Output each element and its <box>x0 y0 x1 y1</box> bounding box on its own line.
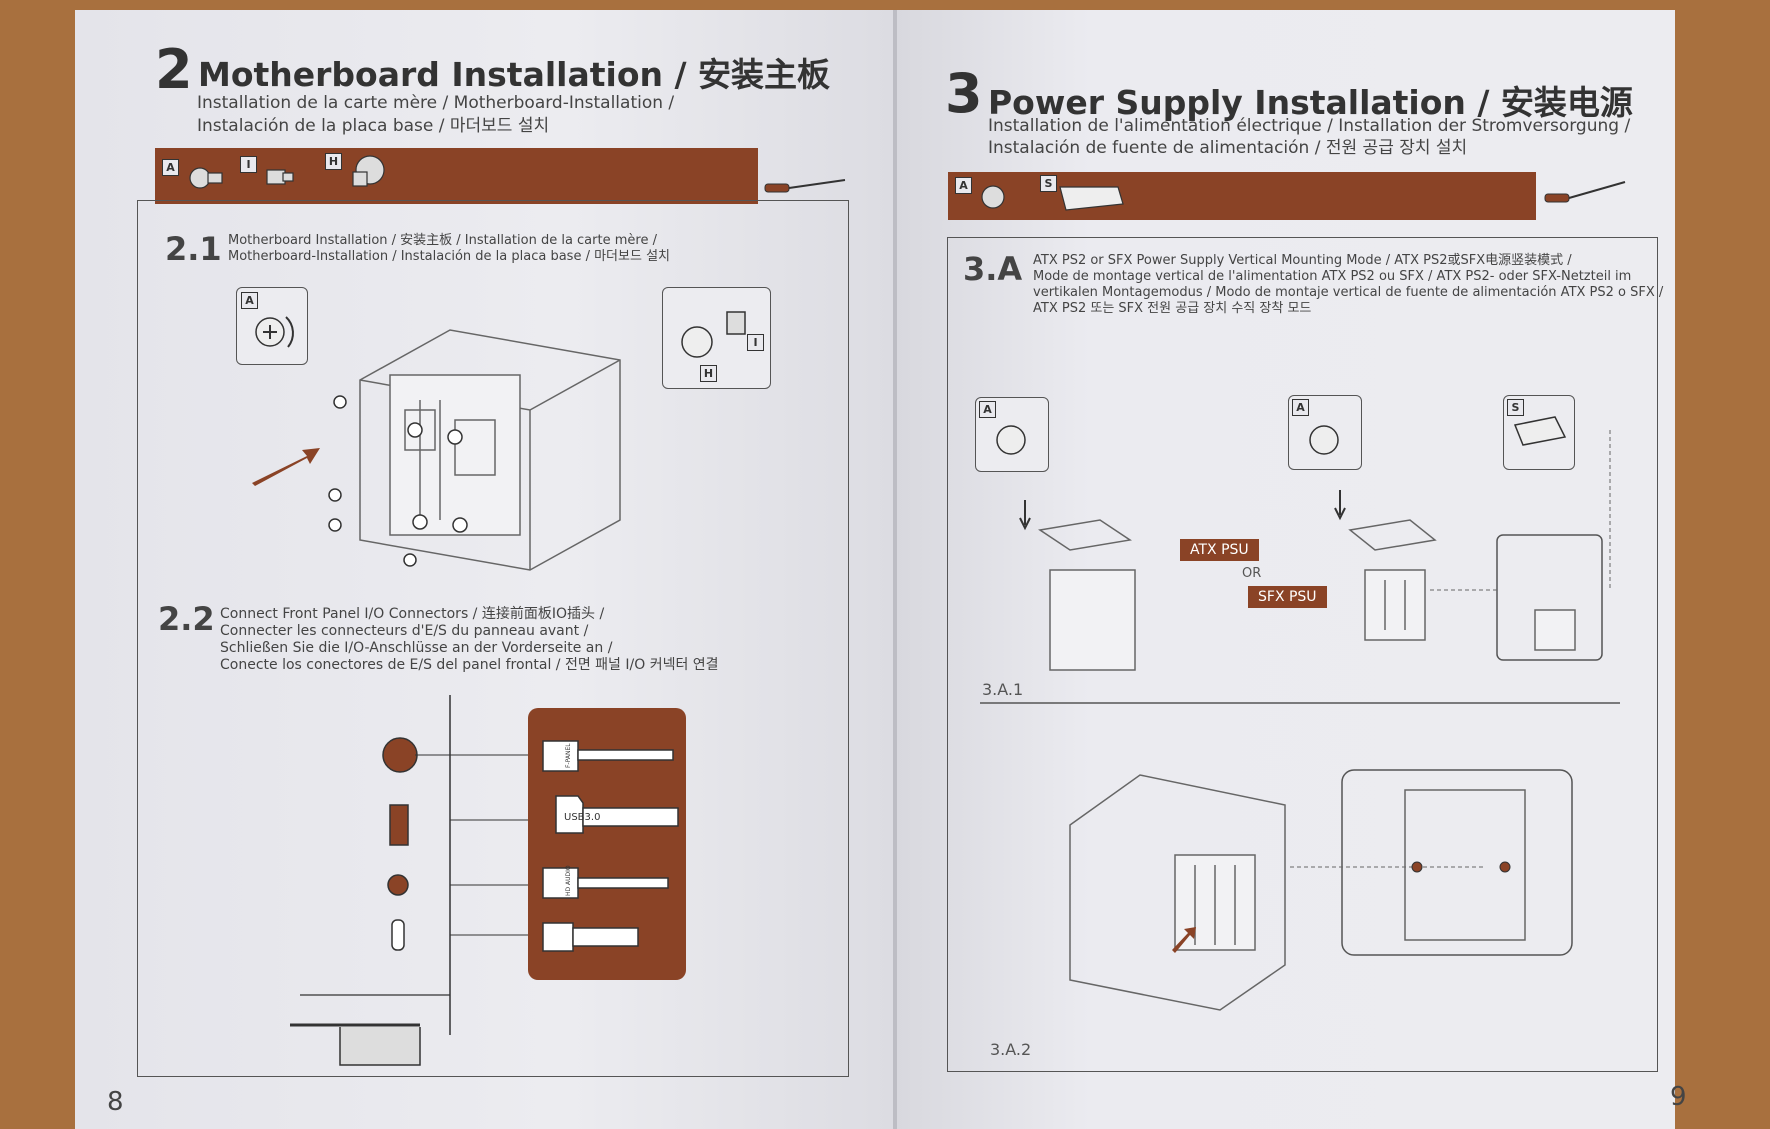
bar-tag-h: H <box>325 153 342 170</box>
usb30-label: USB3.0 <box>564 812 600 823</box>
step-3a-number: 3.A <box>963 250 1023 288</box>
step-2-2-line2: Connecter les connecteurs d'E/S du panne… <box>220 623 589 639</box>
or-label: OR <box>1242 566 1262 581</box>
substep-3a1-label: 3.A.1 <box>982 680 1024 699</box>
sfx-psu-label: SFX PSU <box>1248 586 1327 608</box>
step-2-2-line1: Connect Front Panel I/O Connectors / 连接前… <box>220 606 605 622</box>
psu-mounting-illustration <box>1019 430 1611 671</box>
step-3a-line1: ATX PS2 or SFX Power Supply Vertical Mou… <box>1033 253 1572 268</box>
step-2-1-line1: Motherboard Installation / 安装主板 / Instal… <box>228 233 657 248</box>
step-3a-tag-s: S <box>1507 399 1524 416</box>
hdaudio-label: HD AUDIO <box>565 865 572 896</box>
section-number-2: 2 <box>155 38 193 101</box>
fpanel-label: F-PANEL <box>565 743 572 768</box>
step-2-2-line3: Schließen Sie die I/O-Anschlüsse an der … <box>220 640 613 656</box>
connectors-illustration: F-PANEL USB3.0 HD AUDIO <box>542 740 679 952</box>
step-2-1-tag-a: A <box>241 292 258 309</box>
step-3a-line3: vertikalen Montagemodus / Modo de montaj… <box>1033 285 1664 300</box>
section-subtitle-line2: Instalación de la placa base / 마더보드 설치 <box>197 116 550 136</box>
insert-arrow-icon <box>252 448 320 486</box>
page-number-right: 9 <box>1670 1082 1687 1112</box>
step-2-1-tag-i: I <box>747 334 764 351</box>
section-title-motherboard: Motherboard Installation / 安装主板 <box>198 55 831 94</box>
standoff-icon <box>681 311 746 358</box>
section-subtitle-line1-right: Installation de l'alimentation électriqu… <box>988 116 1631 136</box>
section-subtitle-line1: Installation de la carte mère / Motherbo… <box>197 93 675 113</box>
step-3a-line4: ATX PS2 또는 SFX 전원 공급 장치 수직 장착 모드 <box>1033 301 1312 316</box>
screw-rotate-icon <box>255 316 294 348</box>
step-2-1-number: 2.1 <box>165 230 222 268</box>
step-2-1-line2: Motherboard-Installation / Instalación d… <box>228 249 670 264</box>
bar-tag-i: I <box>240 156 257 173</box>
screwdriver-icon-right <box>1544 181 1626 203</box>
step-3a-tag-a2: A <box>1292 399 1309 416</box>
case-psu-illustration <box>1069 769 1573 1011</box>
bar-tag-s-right: S <box>1040 175 1057 192</box>
step-2-2-line4: Conecte los conectores de E/S del panel … <box>220 657 719 673</box>
substep-divider <box>980 702 1620 704</box>
case-motherboard-illustration <box>328 329 621 571</box>
bar-tag-a: A <box>162 159 179 176</box>
left-steps-frame <box>137 200 849 1077</box>
step-3a-tag-a1: A <box>979 401 996 418</box>
step-2-2-number: 2.2 <box>158 600 215 638</box>
right-steps-frame <box>947 237 1658 1072</box>
bar-screw-bracket-icon <box>981 185 1124 211</box>
screw-icons-row <box>996 416 1567 455</box>
book-spine <box>893 10 897 1129</box>
front-panel-leader-lines <box>450 754 530 936</box>
atx-psu-label: ATX PSU <box>1180 539 1259 561</box>
bar-tag-a-right: A <box>955 177 972 194</box>
bar-screws-icon <box>189 155 385 189</box>
front-panel-illustration <box>290 695 530 1066</box>
screwdriver-icon <box>764 179 846 193</box>
step-2-1-tag-h: H <box>700 365 717 382</box>
substep-3a2-label: 3.A.2 <box>990 1040 1032 1059</box>
step-3a-line2: Mode de montage vertical de l'alimentati… <box>1033 269 1632 284</box>
section-title-power-supply: Power Supply Installation / 安装电源 <box>988 83 1633 122</box>
page-number-left: 8 <box>107 1087 124 1117</box>
section-number-3: 3 <box>945 62 983 125</box>
section-subtitle-line2-right: Instalación de fuente de alimentación / … <box>988 138 1468 158</box>
